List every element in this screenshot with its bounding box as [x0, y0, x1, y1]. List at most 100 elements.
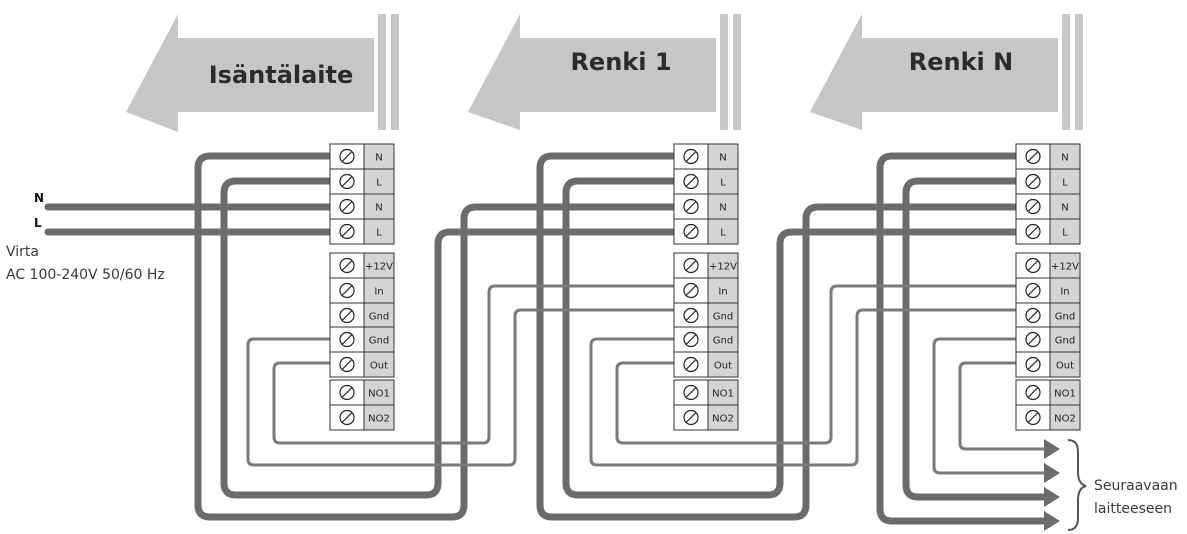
- terminal-row: L: [329, 218, 395, 245]
- terminal-row: Gnd: [329, 302, 395, 329]
- terminal-label-cell: [1049, 404, 1081, 431]
- terminal-row: N: [673, 193, 739, 220]
- terminal-row: Gnd: [1015, 302, 1081, 329]
- screw-terminal-icon: [339, 331, 355, 348]
- screw-terminal-icon: [1025, 356, 1041, 373]
- unit-master: Isäntälaite: [126, 14, 399, 132]
- terminal-label-cell: [363, 379, 395, 406]
- terminal-row: L: [329, 168, 395, 195]
- terminal-label: NO2: [712, 414, 734, 425]
- terminal-label: Gnd: [369, 336, 389, 347]
- unit-plate: [378, 14, 386, 130]
- arrow-right-icon: [1044, 439, 1060, 459]
- screw-terminal-icon: [339, 356, 355, 373]
- terminal-label-cell: [1049, 277, 1081, 304]
- unit-plate: [1062, 14, 1070, 130]
- terminal-label: Gnd: [713, 312, 733, 323]
- unit-body: [862, 38, 1058, 112]
- wire-n-slave1-to-slaven: [536, 152, 1026, 521]
- terminal-screw-cell: [329, 218, 365, 245]
- screw-terminal-icon: [683, 307, 699, 324]
- screw-terminal-icon: [683, 223, 699, 240]
- terminal-label-cell: [707, 277, 739, 304]
- terminal-label-cell: [363, 404, 395, 431]
- terminal-label: Gnd: [1055, 336, 1075, 347]
- unit-intake-cone: [810, 14, 862, 130]
- screw-terminal-icon: [1025, 173, 1041, 190]
- arrow-right-icon: [1044, 511, 1060, 531]
- terminal-row: Gnd: [1015, 326, 1081, 353]
- screw-terminal-icon: [1025, 409, 1041, 426]
- terminal-label-cell: [707, 218, 739, 245]
- wire-out-slaven-out: [958, 361, 1048, 451]
- terminal-label: In: [374, 287, 383, 298]
- terminal-row: NO2: [673, 404, 739, 431]
- terminal-label: +12V: [365, 262, 393, 273]
- terminal-label-cell: [707, 404, 739, 431]
- screw-terminal-icon: [683, 384, 699, 401]
- next-device-caption-line1: Seuraavaan: [1094, 478, 1178, 494]
- terminal-label: L: [720, 178, 726, 189]
- arrow-right-icon: [1044, 487, 1060, 507]
- terminal-label-cell: [1049, 168, 1081, 195]
- terminal-label-cell: [363, 143, 395, 170]
- terminal-label: Out: [1056, 361, 1074, 372]
- power-label-l: L: [34, 216, 42, 230]
- screw-terminal-icon: [339, 307, 355, 324]
- terminal-label: Out: [370, 361, 388, 372]
- terminal-row: L: [1015, 218, 1081, 245]
- terminal-label-cell: [363, 193, 395, 220]
- unit-title: Isäntälaite: [209, 61, 354, 89]
- unit-body: [178, 38, 374, 112]
- screw-terminal-icon: [683, 173, 699, 190]
- next-device-caption-line2: laitteeseen: [1094, 501, 1172, 517]
- screw-terminal-icon: [339, 223, 355, 240]
- terminal-label-cell: [707, 302, 739, 329]
- power-caption-line2: AC 100-240V 50/60 Hz: [6, 267, 165, 283]
- next-device-arrows: [1044, 439, 1060, 531]
- unit-slave-1: Renki 1: [468, 14, 741, 130]
- terminal-label-cell: [1049, 193, 1081, 220]
- unit-plate: [733, 14, 741, 130]
- terminal-label-cell: [1049, 252, 1081, 279]
- unit-title: Renki N: [909, 48, 1013, 76]
- terminal-label-cell: [363, 351, 395, 378]
- wire-gnd-master-to-slave1: [246, 308, 682, 467]
- unit-plate: [720, 14, 728, 130]
- terminal-label: Gnd: [1055, 312, 1075, 323]
- screw-terminal-icon: [339, 409, 355, 426]
- screw-terminal-icon: [1025, 331, 1041, 348]
- curly-brace-icon: [1067, 439, 1087, 531]
- terminal-label-cell: [1049, 351, 1081, 378]
- wire-l-slave1-to-slaven: [562, 177, 1026, 499]
- terminal-label-cell: [707, 351, 739, 378]
- terminal-label: N: [1061, 203, 1068, 214]
- screw-terminal-icon: [683, 148, 699, 165]
- terminal-label-cell: [707, 193, 739, 220]
- terminal-row: In: [329, 277, 395, 304]
- terminal-label: L: [376, 178, 382, 189]
- terminal-row: +12V: [329, 252, 395, 279]
- unit-slave-n: Renki N: [810, 14, 1083, 130]
- terminal-row: +12V: [1015, 252, 1081, 279]
- terminal-label-cell: [363, 302, 395, 329]
- terminal-row: In: [1015, 277, 1081, 304]
- terminal-label: In: [718, 287, 727, 298]
- wire-l-master-to-slave1: [220, 177, 684, 499]
- wire-n-slaven-out: [876, 152, 1052, 525]
- terminal-row: L: [673, 218, 739, 245]
- terminal-label: L: [720, 228, 726, 239]
- terminal-label-cell: [363, 218, 395, 245]
- wire-out-slave1-to-slaven: [615, 284, 1024, 445]
- screw-terminal-icon: [1025, 257, 1041, 274]
- terminal-label-cell: [363, 326, 395, 353]
- terminal-label-cell: [1049, 326, 1081, 353]
- terminal-row: NO1: [673, 379, 739, 406]
- terminal-label: Out: [714, 361, 732, 372]
